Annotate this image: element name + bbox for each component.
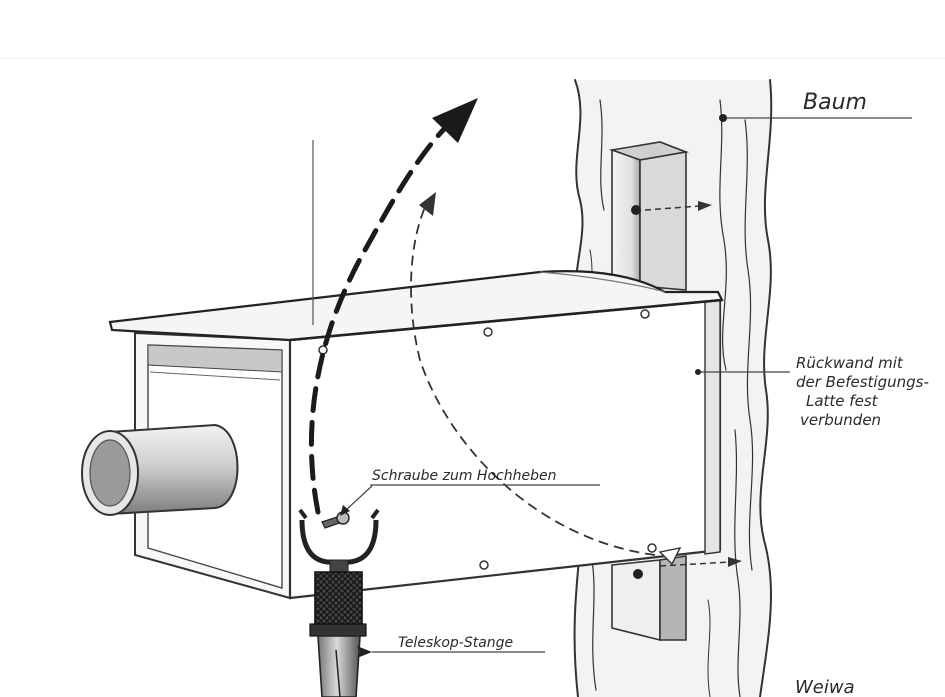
telescopic-pole [298, 508, 380, 697]
label-back-wall-line-2: der Befestigungs- [796, 373, 929, 391]
label-screw: Schraube zum Hochheben [372, 468, 556, 484]
label-back-wall-line-1: Rückwand mit [796, 354, 904, 372]
label-back-wall: Rückwand mit der Befestigungs- Latte fes… [796, 354, 929, 429]
label-pole: Teleskop-Stange [398, 635, 513, 651]
mounting-batten [608, 141, 689, 642]
label-tree: Baum [803, 90, 867, 115]
entrance-tube [81, 423, 239, 516]
label-back-wall-line-3: Latte fest [806, 392, 879, 410]
batten-screws [631, 201, 742, 579]
opening-arrows [308, 98, 656, 556]
leader-lines [340, 114, 912, 658]
label-signature: Weiwa [795, 677, 855, 697]
label-back-wall-line-4: verbunden [800, 411, 881, 429]
